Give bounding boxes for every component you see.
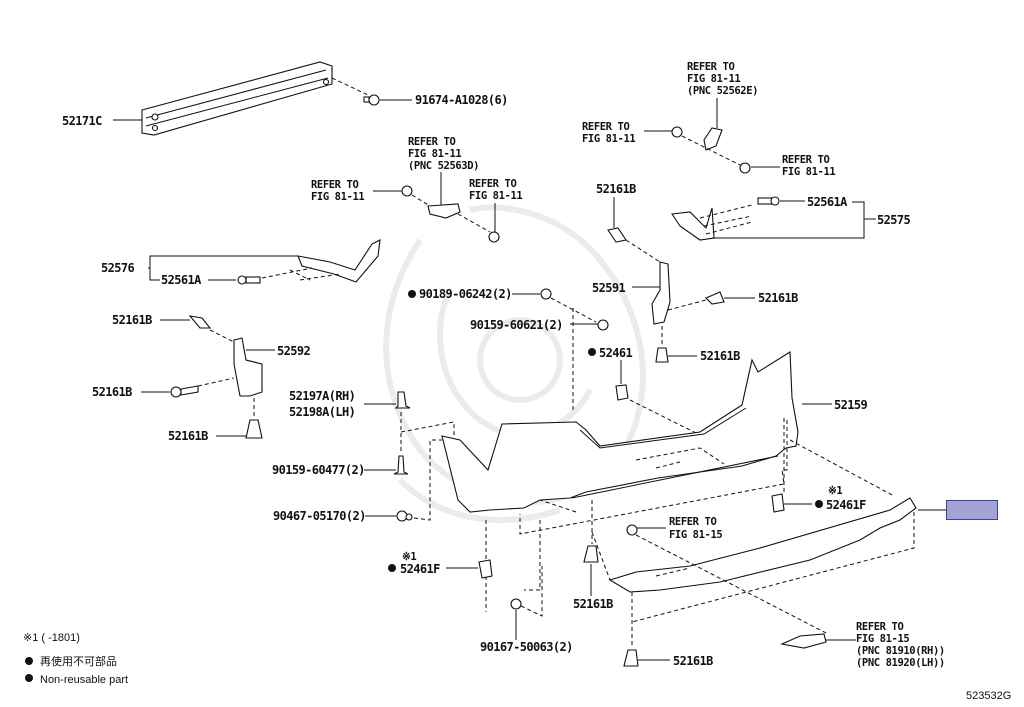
bracket-52576[interactable] — [297, 239, 381, 283]
legend-non-reusable-jp: 再使用不可部品 — [40, 654, 117, 668]
part-label-90467[interactable]: 90467-05170(2) — [273, 509, 366, 523]
note-mark: ※1 — [402, 551, 416, 563]
part-label-52161b[interactable]: 52161B — [758, 291, 799, 305]
assembly-line — [331, 77, 369, 96]
part-label-90159-60477[interactable]: 90159-60477(2) — [272, 463, 365, 477]
part-label-52161b[interactable]: 52161B — [673, 654, 714, 668]
refer-label[interactable]: (PNC 52562E) — [687, 85, 758, 97]
part-label-90189[interactable]: 90189-06242(2) — [419, 287, 512, 301]
part-label-52198a[interactable]: 52198A(LH) — [289, 405, 356, 419]
non-reusable-dot — [588, 348, 596, 356]
part-label-91674[interactable]: 91674-A1028(6) — [415, 93, 508, 107]
refer-label[interactable]: REFER TO — [311, 179, 359, 191]
bolt-icon — [237, 275, 261, 285]
refer-label[interactable]: FIG 81-11 — [311, 191, 365, 203]
part-label-52171c[interactable]: 52171C — [62, 114, 103, 128]
clip-icon — [705, 291, 725, 305]
part-label-52161b[interactable]: 52161B — [573, 597, 614, 611]
refer-label[interactable]: REFER TO — [669, 516, 717, 528]
part-label-90167[interactable]: 90167-50063(2) — [480, 640, 573, 654]
refer-label[interactable]: REFER TO — [408, 136, 456, 148]
part-label-52576[interactable]: 52576 — [101, 261, 135, 275]
refer-label[interactable]: REFER TO — [782, 154, 830, 166]
lower-spoiler[interactable] — [608, 497, 917, 593]
clip-icon — [583, 545, 599, 563]
non-reusable-dot — [25, 674, 33, 682]
refer-label[interactable]: REFER TO — [582, 121, 630, 133]
clip-icon — [170, 385, 199, 398]
bracket-icon — [703, 127, 723, 151]
clip-icon — [394, 391, 411, 409]
part-label-52461f[interactable]: 52461F — [826, 498, 867, 512]
retainer-52592[interactable] — [233, 337, 263, 397]
part-label-52591[interactable]: 52591 — [592, 281, 626, 295]
part-label-52561a[interactable]: 52561A — [161, 273, 203, 287]
seal-icon — [615, 384, 629, 401]
refer-label[interactable]: FIG 81-11 — [782, 166, 836, 178]
part-label-52575[interactable]: 52575 — [877, 213, 911, 227]
clip-icon — [607, 227, 627, 243]
reinforcement-52171c[interactable] — [141, 61, 333, 136]
refer-label[interactable]: FIG 81-11 — [582, 133, 636, 145]
part-label-52592[interactable]: 52592 — [277, 344, 311, 358]
clip-icon — [245, 419, 263, 439]
clip-icon — [188, 315, 212, 329]
legend-note-1: ※1 ( -1801) — [23, 632, 80, 644]
bolt-icon — [363, 94, 380, 106]
bracket-52575[interactable] — [671, 207, 715, 241]
part-label-52461[interactable]: 52461 — [599, 346, 633, 360]
screw-icon — [488, 231, 500, 243]
non-reusable-dot — [815, 500, 823, 508]
seal-icon — [771, 493, 785, 513]
figure-id: 523532G — [966, 690, 1011, 702]
clip-icon — [671, 126, 683, 138]
clip-icon — [626, 524, 638, 536]
refer-label[interactable]: REFER TO — [687, 61, 735, 73]
screw-icon — [393, 455, 409, 475]
clip-icon — [655, 347, 669, 363]
part-label-52159[interactable]: 52159 — [834, 398, 868, 412]
reflector-icon — [780, 633, 827, 649]
seal-icon — [478, 559, 493, 579]
clip-icon — [510, 598, 522, 610]
refer-label[interactable]: FIG 81-11 — [687, 73, 741, 85]
part-label-52461f[interactable]: 52461F — [400, 562, 441, 576]
clip-icon — [623, 649, 639, 667]
highlighted-part-label-box[interactable] — [946, 500, 998, 520]
non-reusable-dot — [408, 290, 416, 298]
clip-icon — [401, 185, 413, 197]
part-label-52161b[interactable]: 52161B — [596, 182, 637, 196]
part-label-90159-60621[interactable]: 90159-60621(2) — [470, 318, 563, 332]
refer-label[interactable]: FIG 81-15 — [856, 633, 910, 645]
clip-icon — [540, 288, 552, 300]
part-label-52161b[interactable]: 52161B — [92, 385, 133, 399]
part-label-52561a[interactable]: 52561A — [807, 195, 849, 209]
refer-label[interactable]: REFER TO — [469, 178, 517, 190]
refer-label[interactable]: (PNC 81910(RH)) — [856, 645, 945, 657]
legend-non-reusable-en: Non-reusable part — [40, 674, 128, 686]
bumper-cover-52159[interactable] — [441, 351, 799, 513]
retainer-52591[interactable] — [651, 261, 671, 325]
refer-label[interactable]: (PNC 81920(LH)) — [856, 657, 945, 669]
refer-label[interactable]: FIG 81-11 — [408, 148, 462, 160]
bolt-icon — [757, 196, 780, 206]
non-reusable-dot — [25, 657, 33, 665]
refer-label[interactable]: FIG 81-11 — [469, 190, 523, 202]
non-reusable-dot — [388, 564, 396, 572]
nut-icon — [597, 319, 609, 331]
clip-icon — [396, 510, 413, 522]
part-label-52197a[interactable]: 52197A(RH) — [289, 389, 356, 403]
part-label-52161b[interactable]: 52161B — [700, 349, 741, 363]
screw-icon — [739, 162, 751, 174]
bracket-icon — [427, 203, 461, 219]
refer-label[interactable]: FIG 81-15 — [669, 529, 723, 541]
part-label-52161b[interactable]: 52161B — [168, 429, 209, 443]
refer-label[interactable]: REFER TO — [856, 621, 904, 633]
refer-label[interactable]: (PNC 52563D) — [408, 160, 479, 172]
note-mark: ※1 — [828, 485, 842, 497]
part-label-52161b[interactable]: 52161B — [112, 313, 153, 327]
